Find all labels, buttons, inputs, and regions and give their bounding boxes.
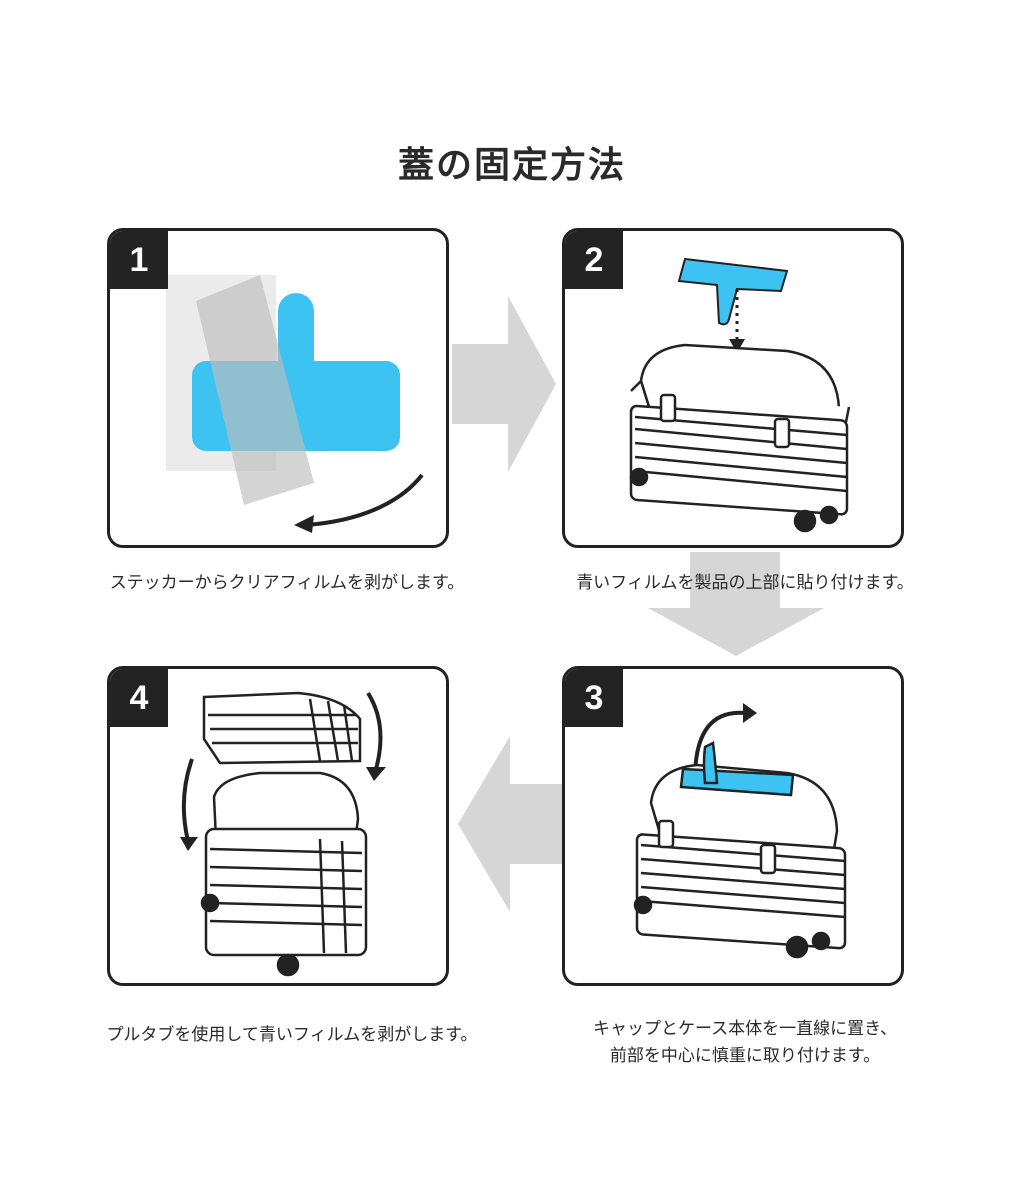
step-1-panel: 1 [107, 228, 449, 548]
dotted-arrow-icon [729, 289, 745, 353]
step-4-panel: 4 [107, 666, 449, 986]
step-badge: 3 [565, 669, 623, 727]
suitcase-body [200, 771, 368, 977]
page-title: 蓋の固定方法 [397, 145, 626, 186]
suitcase-film-illustration [633, 703, 847, 959]
apply-sticker-illustration [629, 257, 851, 533]
curved-arrow-icon [305, 473, 424, 527]
step-3-caption: キャップとケース本体を一直線に置き、 前部を中心に慎重に取り付けます。 [540, 1016, 950, 1070]
flow-arrow-down [648, 552, 824, 656]
step-badge: 4 [110, 669, 168, 727]
step-3-panel: 3 [562, 666, 904, 986]
step-badge: 1 [110, 231, 168, 289]
step-3-caption-line1: キャップとケース本体を一直線に置き、 [593, 1019, 897, 1039]
flow-arrow-right [452, 296, 556, 472]
step-4-caption: プルタブを使用して青いフィルムを剥がします。 [106, 1025, 478, 1045]
rotate-arrow-icon [181, 691, 383, 842]
suitcase-illustration [629, 343, 851, 533]
step-2-panel: 2 [562, 228, 904, 548]
clear-film [196, 275, 314, 505]
step-1-caption: ステッカーからクリアフィルムを剥がします。 [109, 573, 465, 593]
step-3-caption-line2: 前部を中心に慎重に取り付けます。 [609, 1046, 881, 1066]
flow-arrow-left [458, 736, 566, 912]
step-badge: 2 [565, 231, 623, 289]
sticker-peel-illustration [166, 275, 424, 533]
attach-cap-illustration [180, 691, 386, 977]
suitcase-cap [202, 691, 362, 765]
step-2-caption: 青いフィルムを製品の上部に貼り付けます。 [576, 573, 914, 593]
t-sticker [677, 257, 789, 326]
suitcase-illustration [633, 741, 847, 959]
